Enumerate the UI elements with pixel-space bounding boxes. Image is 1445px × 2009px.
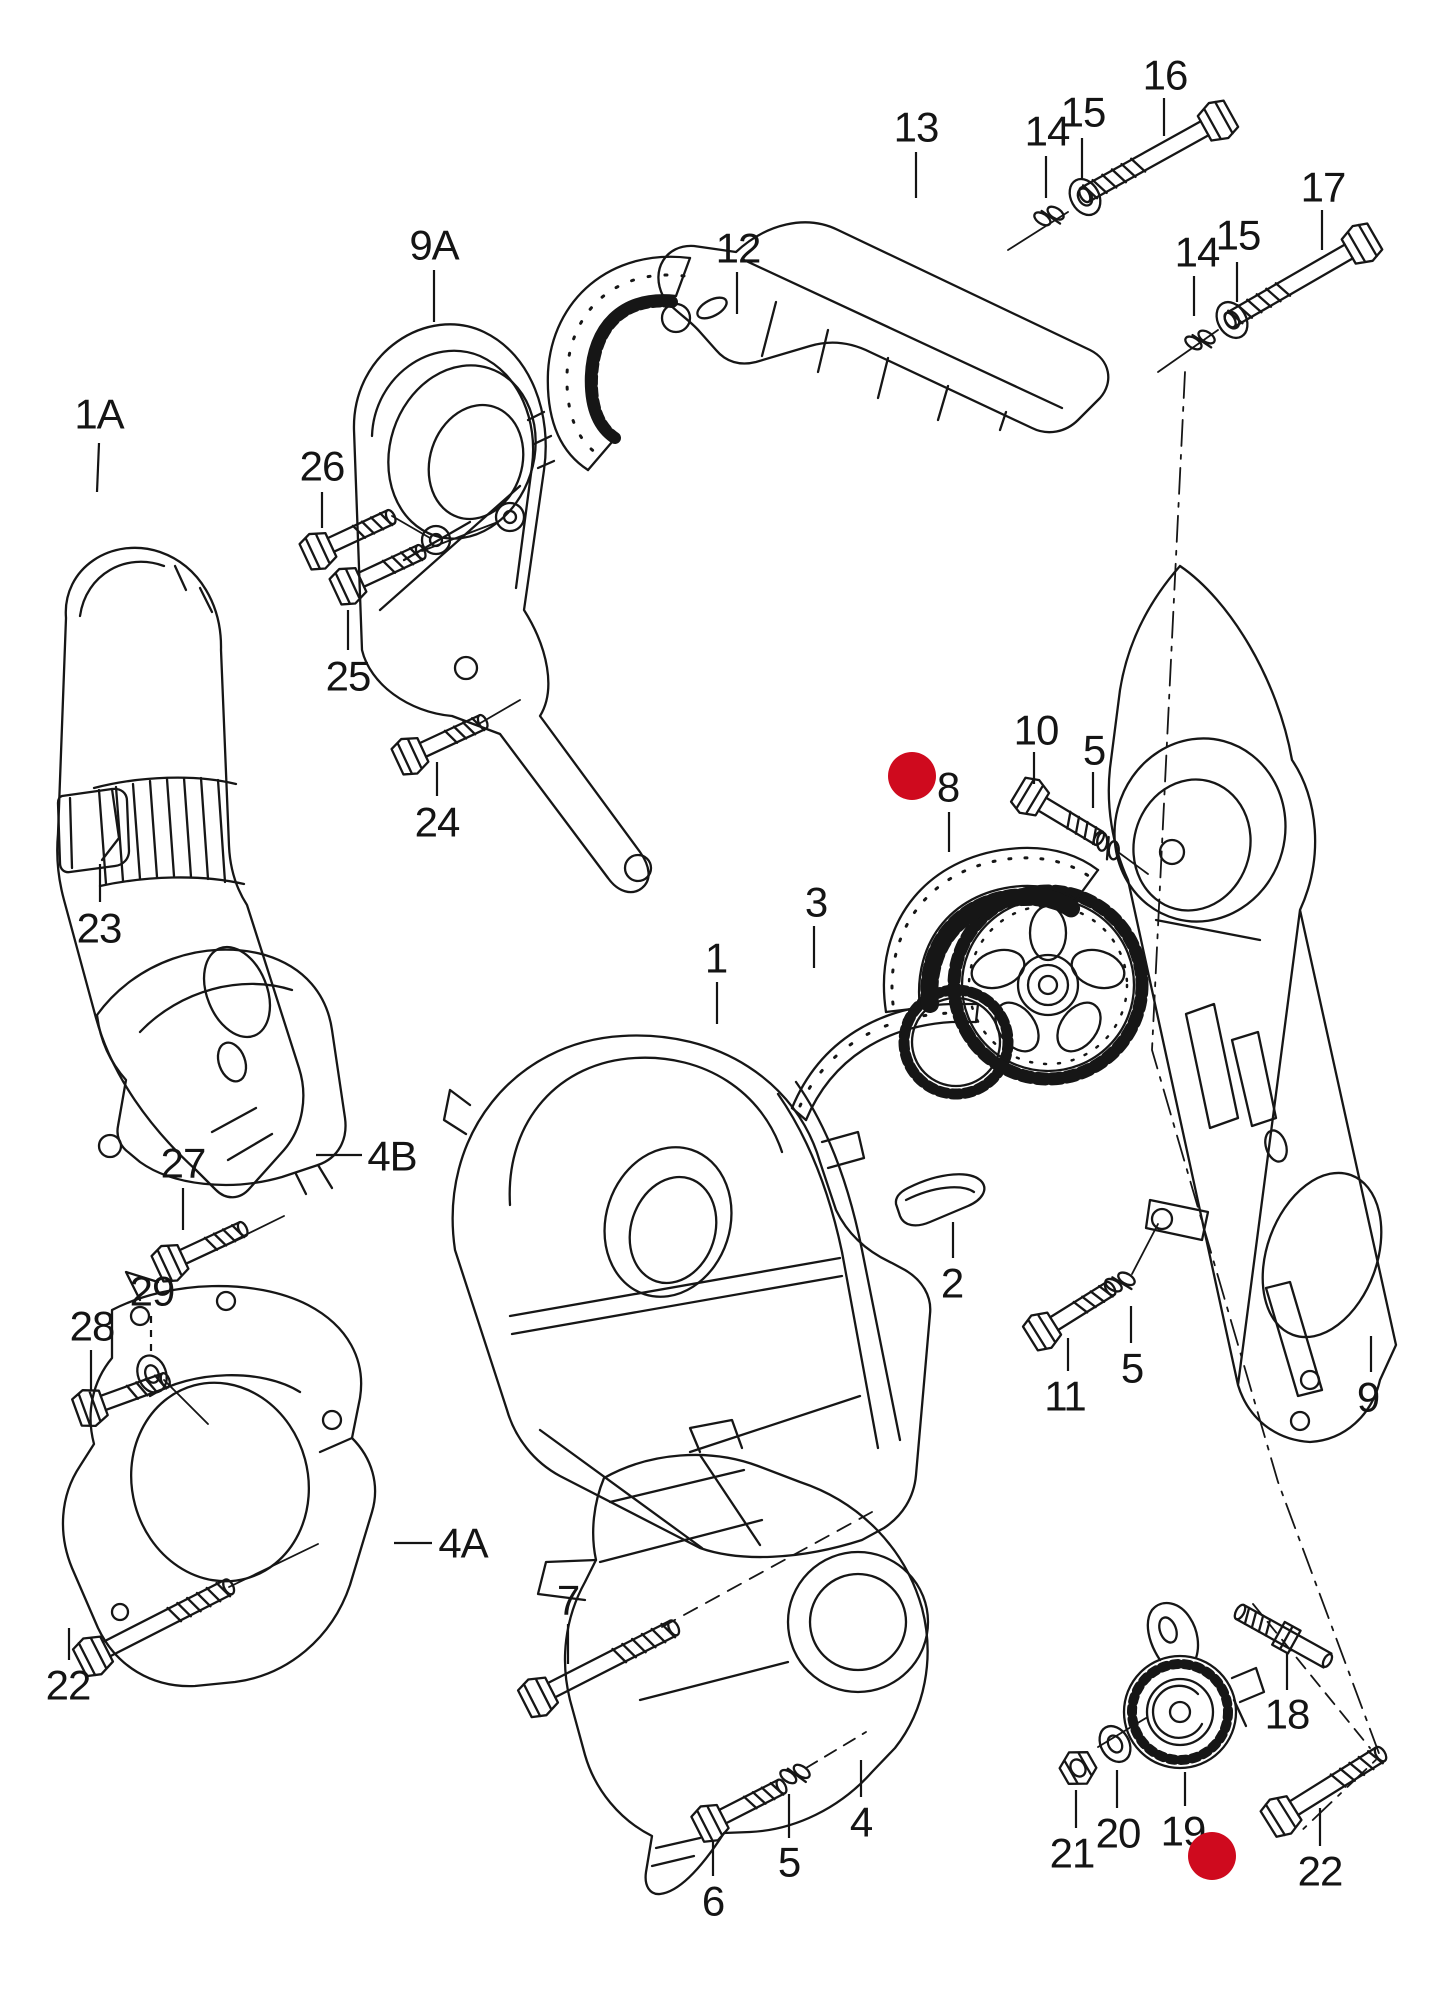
bolt-11 (1019, 1269, 1125, 1356)
part-label-27: 27 (161, 1140, 206, 1187)
part-label-29: 29 (130, 1268, 175, 1315)
part-label-20: 20 (1096, 1810, 1141, 1857)
part-label-5a: 5 (1083, 727, 1105, 774)
part-label-14a: 14 (1025, 108, 1070, 155)
part-label-5c: 5 (778, 1839, 800, 1886)
part-clip-23 (56, 787, 131, 874)
part-label-4A: 4A (438, 1520, 488, 1567)
part-toothed-belt-12 (546, 255, 692, 472)
part-timing-cover-1a (56, 546, 305, 1199)
part-label-2: 2 (941, 1260, 963, 1307)
part-label-23: 23 (77, 905, 122, 952)
part-label-1: 1 (705, 935, 727, 982)
washer-29 (131, 1350, 173, 1398)
washer-15a (1062, 172, 1108, 222)
part-label-7: 7 (557, 1577, 579, 1624)
part-label-17: 17 (1301, 164, 1346, 211)
marker-dot-1 (888, 752, 936, 800)
part-tensioner-19 (1122, 1601, 1266, 1770)
part-belt-guard-13 (657, 221, 1110, 434)
bolt-26 (296, 496, 404, 576)
part-stud-18 (1233, 1603, 1334, 1669)
part-label-4B: 4B (367, 1133, 416, 1180)
part-label-13: 13 (894, 104, 939, 151)
part-label-9A: 9A (409, 222, 459, 269)
part-strap-2 (894, 1173, 986, 1227)
part-cover-4b (95, 948, 347, 1196)
part-label-11: 11 (1044, 1373, 1086, 1420)
part-label-24: 24 (415, 799, 460, 846)
part-label-25: 25 (326, 653, 371, 700)
part-label-8: 8 (937, 764, 959, 811)
leader-line-1A (95, 442, 101, 493)
part-label-14b: 14 (1175, 229, 1220, 276)
part-label-12: 12 (716, 225, 761, 272)
part-label-26: 26 (300, 443, 345, 490)
part-label-6: 6 (702, 1878, 724, 1925)
part-nut-21 (1058, 1751, 1098, 1785)
part-timing-cover-9a (352, 323, 653, 894)
bolt-6 (687, 1766, 795, 1848)
marker-dot-2 (1188, 1832, 1236, 1880)
construction-lines (163, 211, 1382, 1835)
bolt-22-right (1256, 1733, 1397, 1843)
part-label-4: 4 (850, 1799, 873, 1846)
part-timing-cover-1 (442, 1034, 932, 1559)
part-label-5b: 5 (1121, 1345, 1143, 1392)
part-label-10: 10 (1014, 707, 1059, 754)
bolt-28 (69, 1359, 177, 1432)
part-label-9: 9 (1357, 1374, 1379, 1421)
part-label-15b: 15 (1216, 212, 1261, 259)
washer-15b (1209, 295, 1255, 345)
part-label-1A: 1A (74, 391, 124, 438)
part-label-16: 16 (1143, 52, 1188, 99)
bolt-7 (514, 1606, 688, 1723)
part-guard-strip-3 (790, 1002, 980, 1122)
part-label-22a: 22 (46, 1662, 91, 1709)
part-label-15a: 15 (1061, 89, 1106, 136)
part-label-21: 21 (1050, 1830, 1095, 1877)
pin-5c (774, 1755, 816, 1794)
pin-14a (1028, 197, 1070, 236)
part-label-22b: 22 (1298, 1848, 1343, 1895)
part-label-3: 3 (805, 879, 827, 926)
part-label-18: 18 (1265, 1691, 1310, 1738)
marker-dots (888, 752, 1236, 1880)
part-camshaft-gear (947, 884, 1149, 1086)
leader-lines (67, 98, 1373, 1876)
part-label-28: 28 (70, 1303, 115, 1350)
bolt-25 (326, 531, 434, 611)
